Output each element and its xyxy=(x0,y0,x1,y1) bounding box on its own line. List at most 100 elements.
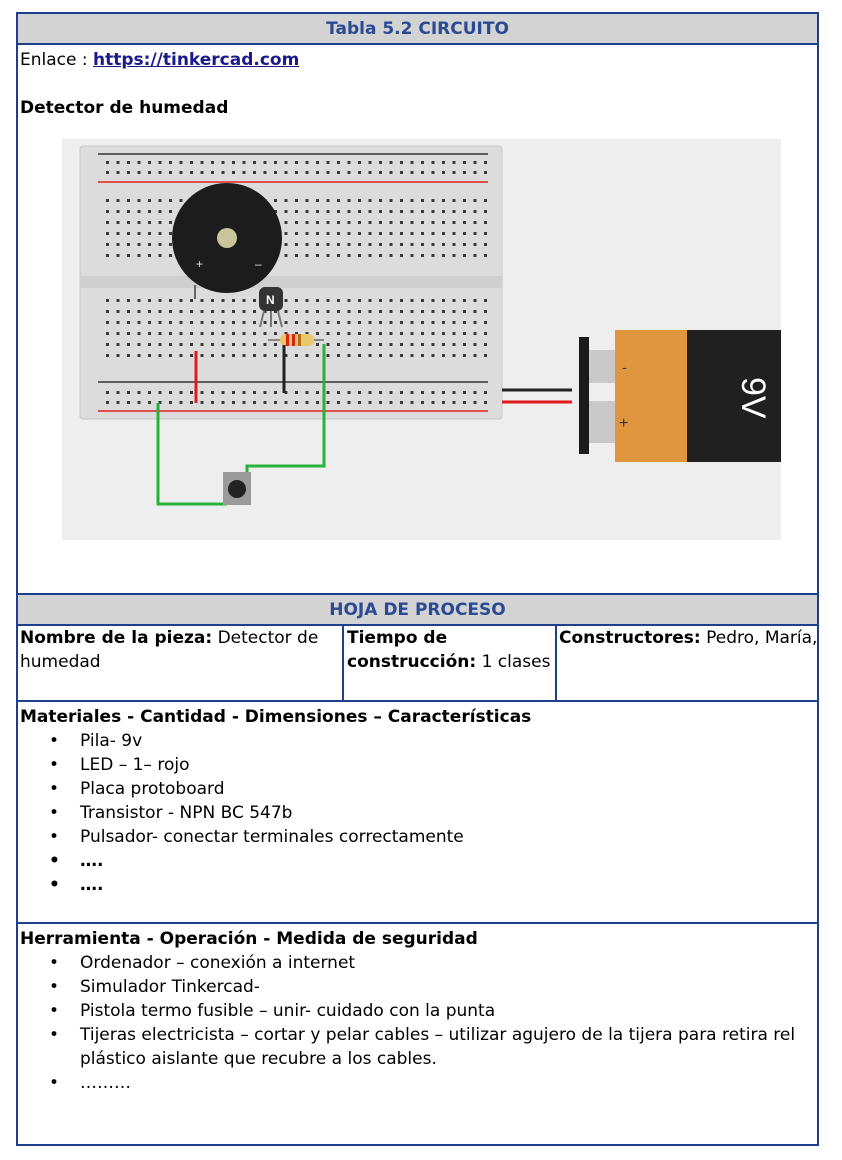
breadboard-hole xyxy=(463,391,466,394)
breadboard-hole xyxy=(368,221,372,224)
breadboard-hole xyxy=(337,199,340,202)
materials-list: Pila- 9v LED – 1– rojo Placa protoboard … xyxy=(18,729,464,897)
breadboard-hole xyxy=(379,343,382,346)
breadboard-hole xyxy=(347,321,351,324)
breadboard-hole xyxy=(463,161,466,164)
breadboard-hole xyxy=(137,354,141,357)
breadboard-hole xyxy=(169,401,172,404)
breadboard-hole xyxy=(410,199,414,202)
breadboard-hole xyxy=(190,310,193,313)
breadboard-hole xyxy=(253,343,256,346)
breadboard-hole xyxy=(484,232,487,235)
breadboard-hole xyxy=(305,243,309,246)
breadboard-hole xyxy=(106,171,109,174)
breadboard-hole xyxy=(179,161,183,164)
breadboard-hole xyxy=(274,391,277,394)
breadboard-hole xyxy=(305,210,309,213)
breadboard-hole xyxy=(473,210,477,213)
breadboard-hole xyxy=(169,221,172,224)
circuit-illustration: + – N xyxy=(79,145,781,506)
breadboard-hole xyxy=(274,401,277,404)
breadboard-hole xyxy=(137,210,141,213)
breadboard-hole xyxy=(337,243,340,246)
breadboard-hole xyxy=(295,243,298,246)
list-item: Transistor - NPN BC 547b xyxy=(18,801,464,825)
breadboard-hole xyxy=(316,310,319,313)
breadboard-hole xyxy=(389,161,393,164)
breadboard-hole xyxy=(305,401,309,404)
breadboard-hole xyxy=(179,199,183,202)
breadboard-hole xyxy=(484,243,487,246)
breadboard-hole xyxy=(358,401,361,404)
breadboard-hole xyxy=(421,210,424,213)
breadboard-hole xyxy=(169,343,172,346)
tinkercad-link[interactable]: https://tinkercad.com xyxy=(93,50,300,70)
circuit-image: + – N xyxy=(62,139,781,540)
transistor xyxy=(259,287,283,311)
breadboard-hole xyxy=(463,210,466,213)
breadboard-hole xyxy=(169,299,172,302)
breadboard-hole xyxy=(169,310,172,313)
breadboard-hole xyxy=(221,299,225,302)
breadboard-hole xyxy=(316,243,319,246)
breadboard-hole xyxy=(347,221,351,224)
breadboard-hole xyxy=(295,401,298,404)
breadboard-hole xyxy=(484,171,487,174)
breadboard-hole xyxy=(179,391,183,394)
breadboard-hole xyxy=(158,332,162,335)
breadboard-hole xyxy=(442,391,445,394)
breadboard-hole xyxy=(421,254,424,257)
breadboard-hole xyxy=(200,401,204,404)
breadboard-hole xyxy=(211,343,214,346)
breadboard-hole xyxy=(200,321,204,324)
breadboard-hole xyxy=(200,391,204,394)
breadboard-hole xyxy=(452,254,456,257)
breadboard-hole xyxy=(284,299,288,302)
breadboard-hole xyxy=(305,321,309,324)
breadboard-hole xyxy=(274,161,277,164)
breadboard-hole xyxy=(473,299,477,302)
row-divider xyxy=(18,700,817,702)
breadboard-hole xyxy=(358,299,361,302)
breadboard-hole xyxy=(295,321,298,324)
breadboard-hole xyxy=(169,354,172,357)
breadboard-hole xyxy=(200,332,204,335)
breadboard-hole xyxy=(379,254,382,257)
breadboard-hole xyxy=(179,343,183,346)
breadboard-hole xyxy=(379,232,382,235)
breadboard-hole xyxy=(127,171,130,174)
breadboard-hole xyxy=(179,299,183,302)
breadboard-hole xyxy=(326,343,330,346)
breadboard-hole xyxy=(242,391,246,394)
breadboard-hole xyxy=(379,161,382,164)
breadboard-hole xyxy=(337,299,340,302)
breadboard-hole xyxy=(463,299,466,302)
breadboard-hole xyxy=(389,243,393,246)
breadboard-hole xyxy=(389,401,393,404)
breadboard-hole xyxy=(295,354,298,357)
breadboard-hole xyxy=(431,391,435,394)
breadboard-hole xyxy=(337,210,340,213)
breadboard-hole xyxy=(421,332,424,335)
breadboard-hole xyxy=(442,343,445,346)
breadboard-hole xyxy=(337,171,340,174)
resistor xyxy=(280,334,314,346)
breadboard-hole xyxy=(442,310,445,313)
breadboard-hole xyxy=(400,199,403,202)
breadboard-hole xyxy=(253,391,256,394)
breadboard-hole xyxy=(148,254,151,257)
breadboard-hole xyxy=(116,391,120,394)
breadboard-hole xyxy=(431,221,435,224)
breadboard-hole xyxy=(106,199,109,202)
breadboard-hole xyxy=(169,243,172,246)
breadboard-hole xyxy=(158,232,162,235)
breadboard-hole xyxy=(358,161,361,164)
battery-minus: - xyxy=(622,359,627,375)
breadboard-hole xyxy=(347,332,351,335)
breadboard-hole xyxy=(389,391,393,394)
breadboard-hole xyxy=(242,310,246,313)
breadboard-hole xyxy=(116,210,120,213)
breadboard-hole xyxy=(389,321,393,324)
breadboard-hole xyxy=(158,254,162,257)
breadboard-hole xyxy=(263,354,267,357)
